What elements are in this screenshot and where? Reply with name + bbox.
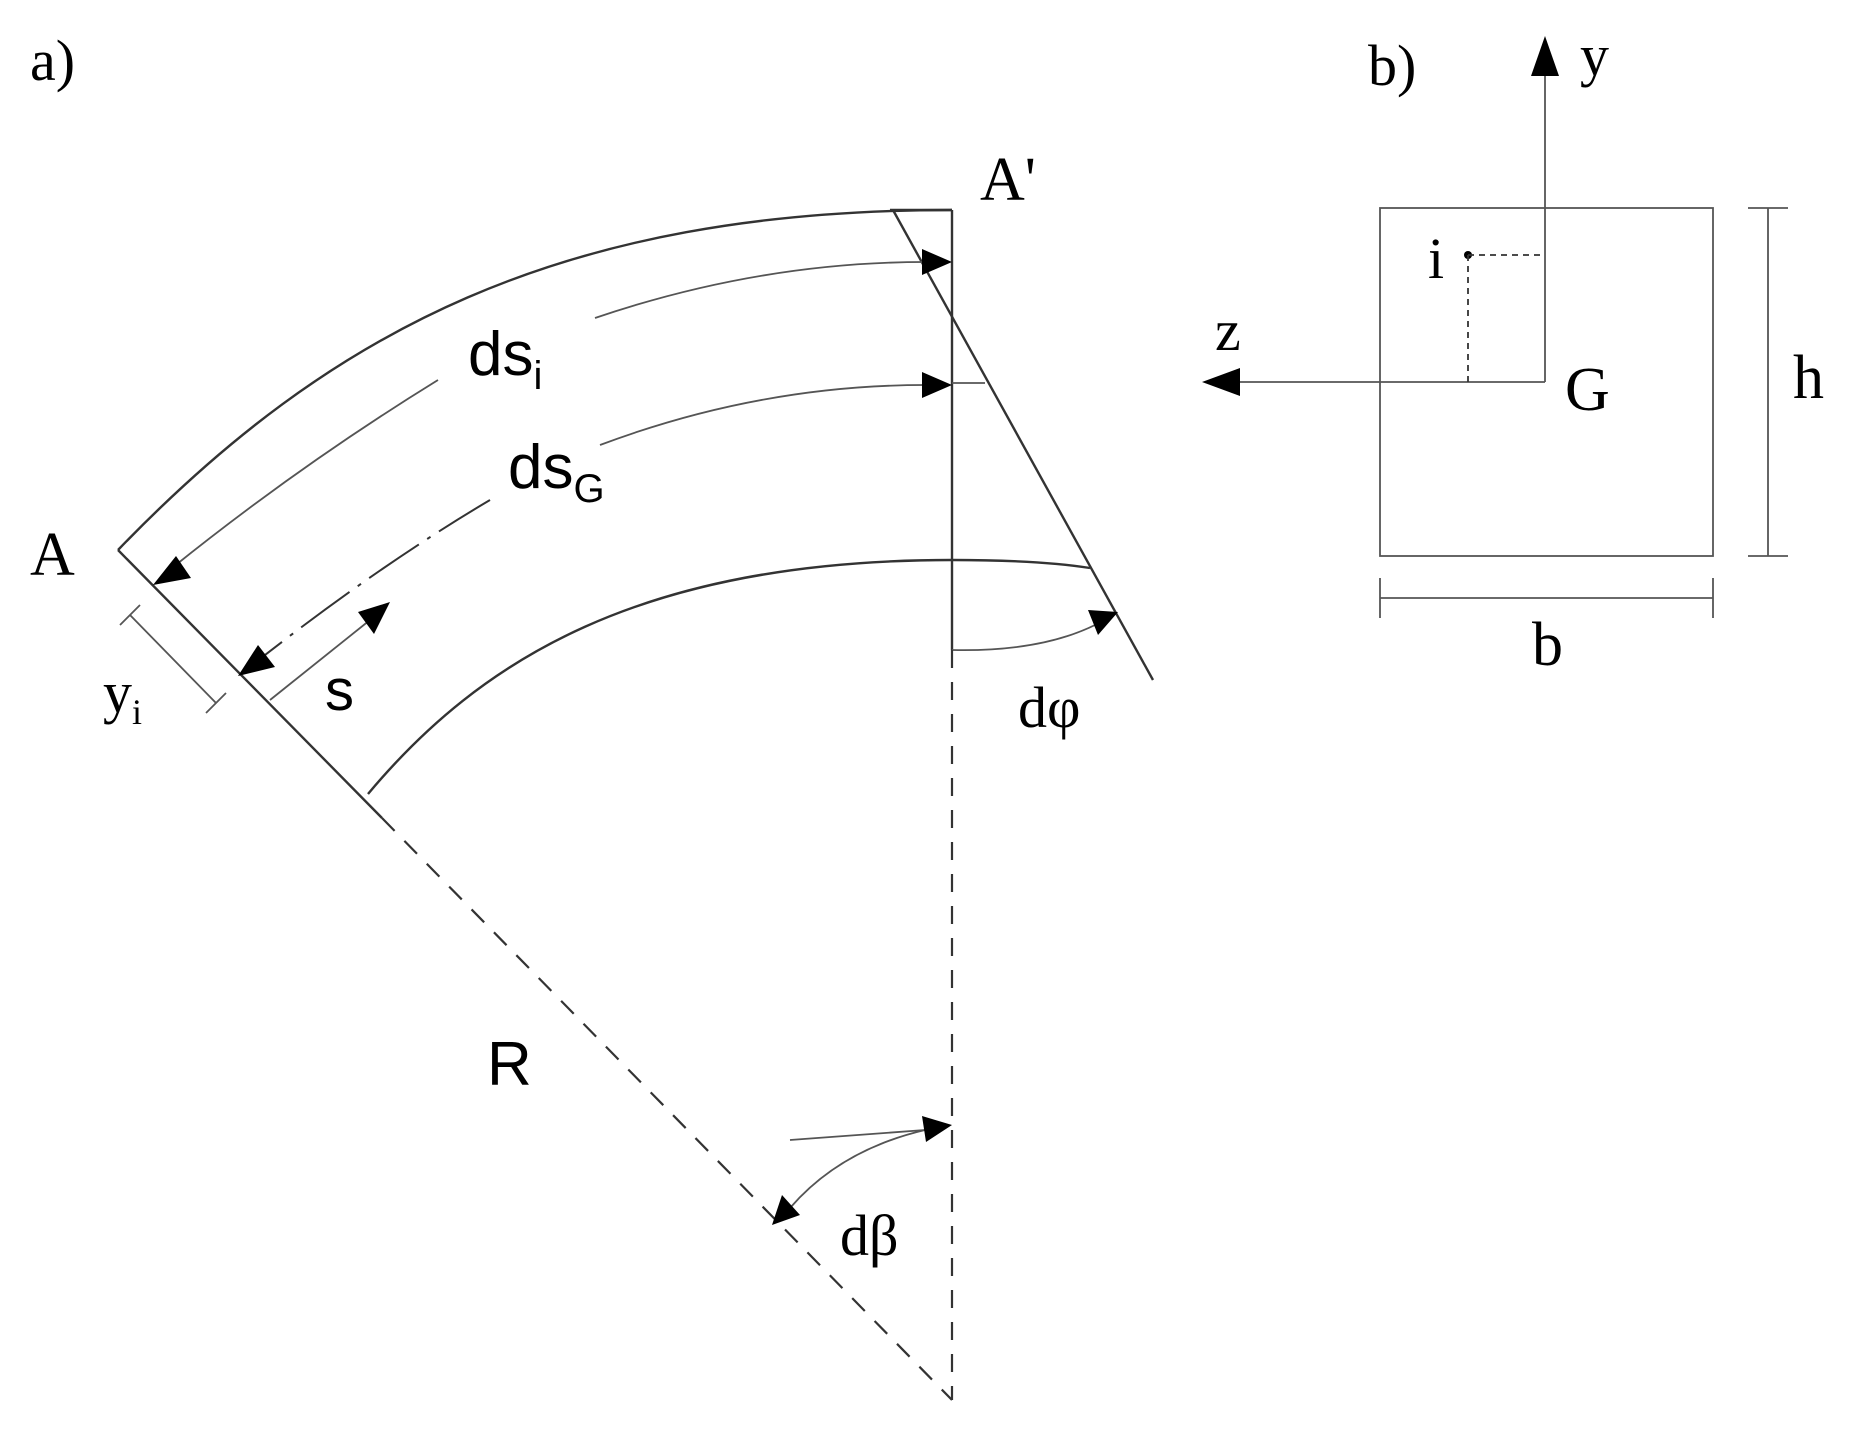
- ds-i-arrowhead-left: [153, 556, 191, 585]
- y-i-tick-1: [119, 604, 141, 626]
- panel-b: b) y z i G h b: [1202, 23, 1824, 679]
- ds-g-arrowhead-right: [922, 372, 952, 398]
- radius-label: R: [487, 1030, 532, 1099]
- point-a-prime-label: A': [980, 146, 1036, 214]
- y-axis-label: y: [1580, 23, 1609, 88]
- ds-i-arrow-right: [594, 261, 926, 319]
- s-arrowhead: [358, 602, 390, 634]
- y-i-label: yi: [103, 660, 142, 732]
- inner-fiber-arc: [367, 558, 1091, 795]
- y-axis-arrowhead: [1531, 36, 1559, 76]
- width-b-label: b: [1532, 611, 1563, 679]
- ds-i-label: dsi: [468, 320, 542, 398]
- rotated-section-line: [891, 209, 1155, 681]
- ds-i-arrow-left: [171, 379, 439, 569]
- d-beta-arc-curve: [789, 1129, 926, 1209]
- d-phi-label: dφ: [1018, 675, 1080, 740]
- y-i-dimension-line: [129, 614, 217, 704]
- panel-b-label: b): [1368, 33, 1416, 98]
- panel-a: a) dsi dsG s: [30, 28, 1155, 1401]
- radius-left-dashed: [381, 817, 953, 1401]
- z-axis-arrowhead: [1202, 368, 1240, 396]
- d-beta-label: dβ: [840, 1203, 899, 1268]
- ds-g-arrow-left: [255, 499, 491, 663]
- s-label: s: [325, 658, 354, 723]
- d-beta-arc: [789, 1129, 926, 1141]
- outer-fiber-arc: [117, 208, 953, 551]
- ds-i-arrowhead-right: [922, 249, 952, 275]
- d-beta-arrowhead-bottom: [772, 1195, 800, 1225]
- d-beta-arrowhead-top: [922, 1116, 952, 1142]
- s-arrow-shaft: [269, 619, 371, 701]
- z-axis-label: z: [1215, 298, 1241, 363]
- ds-g-arrow-right: [599, 384, 926, 446]
- ds-g-label: dsG: [508, 433, 605, 511]
- point-i-label: i: [1428, 226, 1444, 291]
- height-h-label: h: [1793, 344, 1824, 412]
- d-phi-arc: [951, 624, 1096, 652]
- panel-a-label: a): [30, 28, 75, 93]
- d-phi-arrowhead: [1088, 610, 1118, 635]
- y-i-tick-2: [205, 692, 227, 714]
- point-a-label: A: [30, 521, 75, 589]
- ds-g-arrowhead-left: [238, 645, 275, 676]
- left-section-line: [117, 549, 383, 819]
- centroid-g-label: G: [1565, 356, 1610, 424]
